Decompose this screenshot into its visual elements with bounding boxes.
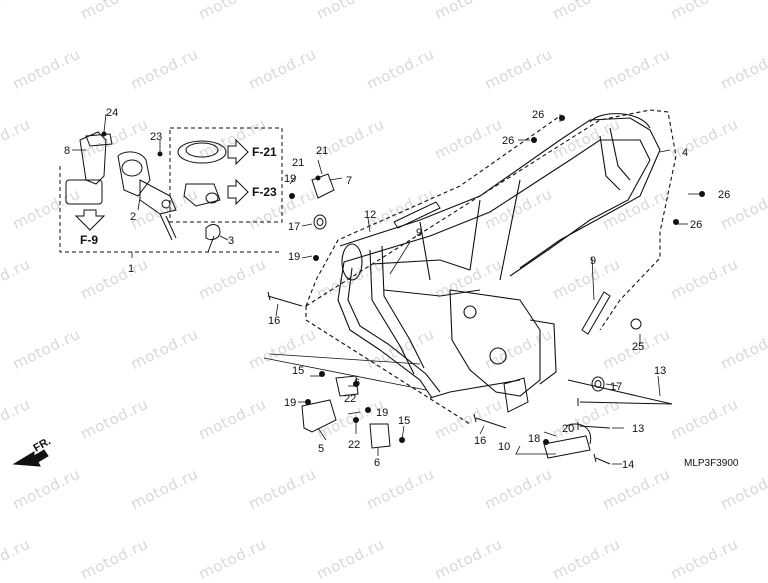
callout-14: 14 <box>622 459 634 471</box>
callout-15a: 15 <box>292 365 304 377</box>
callout-9a: 9 <box>416 227 422 239</box>
rubber-bands <box>393 201 611 335</box>
ref-f21: F-21 <box>252 145 277 159</box>
callout-26b: 26 <box>502 135 514 147</box>
callout-8: 8 <box>64 145 70 157</box>
callout-19d: 19 <box>376 407 388 419</box>
bolts <box>267 291 673 465</box>
callout-19b: 19 <box>288 251 300 263</box>
callout-25: 25 <box>632 341 644 353</box>
callout-17a: 17 <box>288 221 300 233</box>
callout-21b: 21 <box>316 145 328 157</box>
reference-box <box>169 127 283 223</box>
callout-20: 20 <box>562 423 574 435</box>
leader-lines <box>72 113 700 465</box>
callout-9b: 9 <box>590 255 596 267</box>
callout-4: 4 <box>682 147 688 159</box>
callout-24: 24 <box>106 107 118 119</box>
callout-3: 3 <box>228 235 234 247</box>
callout-10: 10 <box>498 441 510 453</box>
callout-2: 2 <box>130 211 136 223</box>
callout-6a: 6 <box>354 377 360 389</box>
callout-5: 5 <box>318 443 324 455</box>
ignition-group <box>59 131 280 253</box>
callout-labels: F-21 F-23 F-9 FR. 24 8 23 2 3 1 26 26 4 … <box>32 107 731 471</box>
callout-21a: 21 <box>292 157 304 169</box>
callout-26a: 26 <box>532 109 544 121</box>
washers <box>313 214 642 392</box>
main-frame <box>305 109 677 425</box>
callout-12: 12 <box>364 209 376 221</box>
front-label: FR. <box>32 435 53 454</box>
callout-19a: 19 <box>284 173 296 185</box>
callout-22a: 22 <box>344 393 356 405</box>
callout-22b: 22 <box>348 439 360 451</box>
callout-23: 23 <box>150 131 162 143</box>
callout-13b: 13 <box>632 423 644 435</box>
callout-7: 7 <box>346 175 352 187</box>
callout-1: 1 <box>128 263 134 275</box>
callout-26c: 26 <box>718 189 730 201</box>
callout-6b: 6 <box>374 457 380 469</box>
callout-13a: 13 <box>654 365 666 377</box>
callout-16a: 16 <box>268 315 280 327</box>
part-18-20 <box>543 423 592 459</box>
brackets <box>301 173 529 449</box>
fastener-dots <box>101 115 705 445</box>
diagram-code: MLP3F3900 <box>684 458 739 469</box>
callout-18: 18 <box>528 433 540 445</box>
callout-26d: 26 <box>690 219 702 231</box>
front-arrow-icon <box>12 449 49 467</box>
ref-f23: F-23 <box>252 185 277 199</box>
ref-f9: F-9 <box>80 233 98 247</box>
callout-17b: 17 <box>610 381 622 393</box>
callout-19c: 19 <box>284 397 296 409</box>
callout-15b: 15 <box>398 415 410 427</box>
callout-16b: 16 <box>474 435 486 447</box>
